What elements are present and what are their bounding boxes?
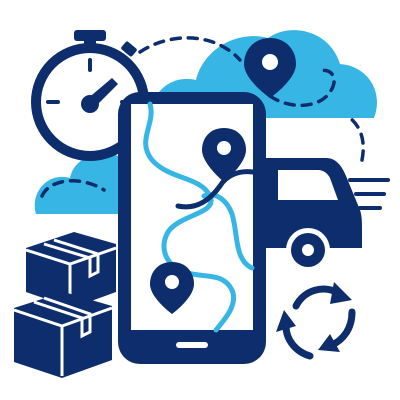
phone-home-indicator bbox=[176, 342, 208, 348]
dashed-route-lines bbox=[40, 36, 365, 198]
map-pin-icon bbox=[244, 38, 296, 98]
map-pin-icon bbox=[202, 128, 246, 182]
smartphone-icon bbox=[118, 92, 266, 364]
delivery-truck-icon bbox=[262, 158, 390, 272]
stopwatch-icon bbox=[31, 30, 149, 161]
refresh-arrows-icon bbox=[276, 282, 356, 360]
cardboard-boxes-icon bbox=[13, 232, 117, 378]
map-pin-icon bbox=[150, 262, 194, 314]
